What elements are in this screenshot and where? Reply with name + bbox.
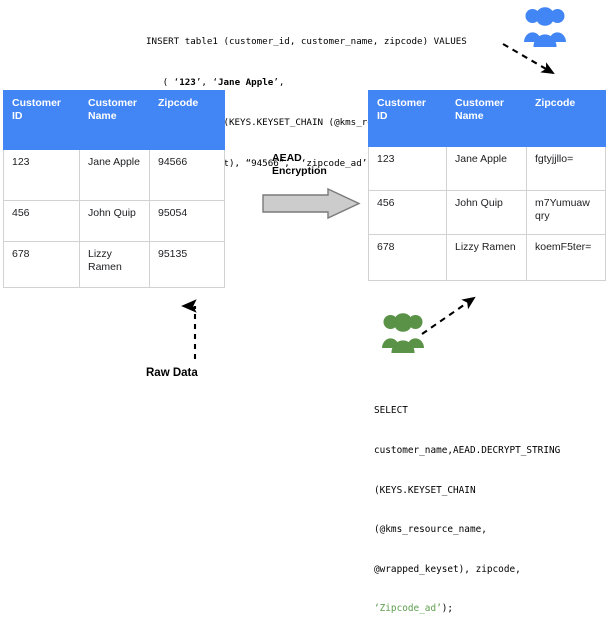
aead-label-line-2: Encryption	[272, 165, 327, 177]
insert-sql-line-1: INSERT table1 (customer_id, customer_nam…	[146, 36, 467, 47]
encrypted-data-table: Customer ID Customer Name Zipcode 123 Ja…	[368, 90, 606, 281]
cell-customer-id: 123	[3, 149, 80, 201]
header-line-1: Zipcode	[535, 97, 576, 109]
column-header-customer-id: Customer ID	[368, 90, 447, 147]
raw-data-dashed-arrow	[181, 299, 197, 359]
select-sql-line-3: (KEYS.KEYSET_CHAIN	[374, 484, 476, 496]
header-line-2: Name	[88, 110, 117, 122]
cell-customer-name: John Quip	[79, 200, 150, 242]
cell-customer-id: 456	[3, 200, 80, 242]
column-header-customer-name: Customer Name	[79, 90, 150, 150]
header-line-2: Name	[455, 110, 484, 122]
select-sql-ad-literal: ‘Zipcode_ad’	[374, 603, 442, 615]
cell-zipcode: fgtyjjllo=	[526, 146, 606, 191]
raw-data-label: Raw Data	[146, 367, 198, 379]
select-sql-line-5: @wrapped_keyset), zipcode,	[374, 563, 521, 575]
encryption-block-arrow-icon	[262, 188, 361, 220]
header-line-2: ID	[377, 110, 388, 122]
select-sql-line-6-tail: );	[441, 603, 454, 615]
select-sql-line-4: (@kms_resource_name,	[374, 524, 487, 536]
insert-sql-line-2-separator: ’, ‘	[195, 76, 218, 88]
header-line-1: Customer	[455, 97, 505, 109]
cell-zipcode: koemF5ter=	[526, 234, 606, 281]
table-row: 123 Jane Apple fgtyjjllo=	[368, 146, 606, 191]
cell-zipcode: m7Yumuaw qry	[526, 190, 606, 235]
header-line-1: Customer	[377, 97, 427, 109]
cell-customer-name: Jane Apple	[446, 146, 527, 191]
cell-customer-id: 678	[368, 234, 447, 281]
select-sql-statement: SELECT customer_name,AEAD.DECRYPT_STRING…	[374, 378, 560, 629]
select-sql-line-2: customer_name,AEAD.DECRYPT_STRING	[374, 445, 561, 457]
insert-sql-line-2-prefix: ( ‘	[157, 76, 180, 88]
cell-customer-name: Lizzy Ramen	[79, 241, 150, 288]
table-row: 456 John Quip 95054	[3, 200, 225, 242]
table-row: 456 John Quip m7Yumuaw qry	[368, 190, 606, 235]
cell-zipcode: 95135	[149, 241, 225, 288]
header-line-1: Customer	[12, 97, 62, 109]
column-header-zipcode: Zipcode	[149, 90, 225, 150]
insert-sql-line-2-suffix: ’,	[273, 76, 285, 88]
insert-sql-value-customer-name: Jane Apple	[217, 76, 274, 88]
table-row: 123 Jane Apple 94566	[3, 149, 225, 201]
cell-customer-id: 456	[368, 190, 447, 235]
aead-encryption-label: AEAD Encryption	[272, 152, 327, 178]
select-flow-dashed-arrow	[421, 296, 476, 335]
column-header-customer-name: Customer Name	[446, 90, 527, 147]
header-line-2: ID	[12, 110, 23, 122]
raw-data-table: Customer ID Customer Name Zipcode 123 Ja…	[3, 90, 225, 288]
users-group-icon	[382, 313, 424, 353]
insert-flow-dashed-arrow	[502, 43, 555, 75]
cell-zipcode: 95054	[149, 200, 225, 242]
cell-customer-id: 123	[368, 146, 447, 191]
table-row: 678 Lizzy Ramen 95135	[3, 241, 225, 288]
cell-customer-name: John Quip	[446, 190, 527, 235]
table-header-row: Customer ID Customer Name Zipcode	[3, 90, 225, 150]
users-group-icon	[524, 7, 566, 47]
cell-customer-name: Lizzy Ramen	[446, 234, 527, 281]
select-sql-line-1: SELECT	[374, 405, 408, 417]
cell-customer-id: 678	[3, 241, 80, 288]
column-header-customer-id: Customer ID	[3, 90, 80, 150]
header-line-1: Customer	[88, 97, 138, 109]
insert-sql-line-2: ( ‘123’, ‘Jane Apple’,	[146, 76, 467, 90]
select-sql-line-6: ‘Zipcode_ad’);	[374, 602, 560, 615]
insert-sql-value-customer-id: 123	[179, 76, 196, 88]
column-header-zipcode: Zipcode	[526, 90, 606, 147]
table-header-row: Customer ID Customer Name Zipcode	[368, 90, 606, 147]
cell-zipcode: 94566	[149, 149, 225, 201]
cell-customer-name: Jane Apple	[79, 149, 150, 201]
aead-label-line-1: AEAD	[272, 152, 302, 164]
table-row: 678 Lizzy Ramen koemF5ter=	[368, 234, 606, 281]
header-line-1: Zipcode	[158, 97, 199, 109]
